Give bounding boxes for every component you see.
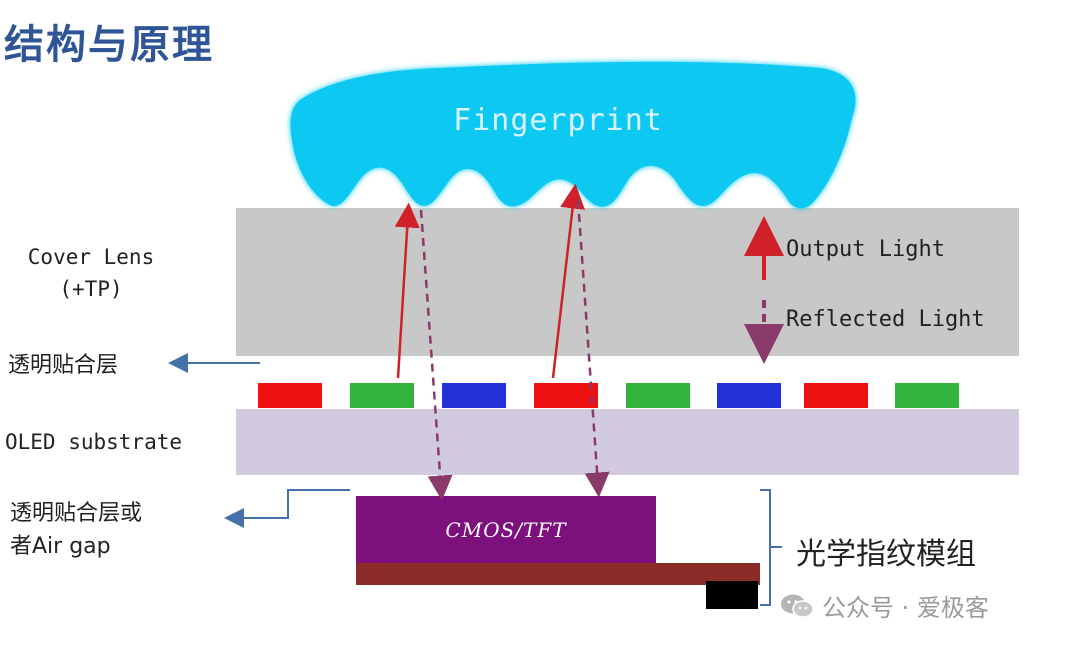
oled-substrate-label: OLED substrate: [5, 430, 183, 454]
reflected-light-arrow-1: [419, 209, 453, 501]
wechat-icon: [781, 594, 814, 618]
adhesive-top-label: 透明贴合层: [8, 353, 119, 378]
watermark-text: 公众号 · 爱极客: [822, 594, 989, 622]
pixel-green-2: [626, 383, 690, 408]
module-chip: [706, 581, 758, 609]
cover-lens-layer: [236, 208, 1019, 356]
pointer-arrow-adhesive-bottom: [224, 489, 350, 528]
fingerprint-label: Fingerprint: [453, 103, 663, 138]
cover-lens-label: Cover Lens (+TP): [27, 245, 155, 301]
pixel-blue-1: [442, 383, 506, 408]
module-base: [356, 563, 760, 585]
reflected-light-legend: Reflected Light: [786, 307, 985, 332]
reflected-light-arrow-2: [576, 199, 610, 498]
fingerprint-shape: [290, 61, 856, 209]
pixel-red-1: [258, 383, 322, 408]
output-light-legend: Output Light: [786, 237, 945, 262]
pixel-green-1: [350, 383, 414, 408]
pixel-blue-2: [717, 383, 781, 408]
watermark: 公众号 · 爱极客: [780, 588, 989, 623]
oled-substrate-layer: [236, 409, 1019, 475]
adhesive-bottom-label: 透明贴合层或 者Air gap: [10, 501, 143, 559]
optical-module-label: 光学指纹模组: [796, 537, 976, 572]
output-light-arrow-1: [394, 202, 420, 379]
output-light-arrow-2: [551, 183, 585, 379]
page-title: 结构与原理: [4, 21, 214, 68]
cmos-tft-sensor: CMOS/TFT: [356, 496, 656, 563]
pixel-red-2: [534, 383, 598, 408]
pixel-green-3: [895, 383, 959, 408]
module-bracket: [760, 489, 771, 606]
pixel-red-3: [804, 383, 868, 408]
